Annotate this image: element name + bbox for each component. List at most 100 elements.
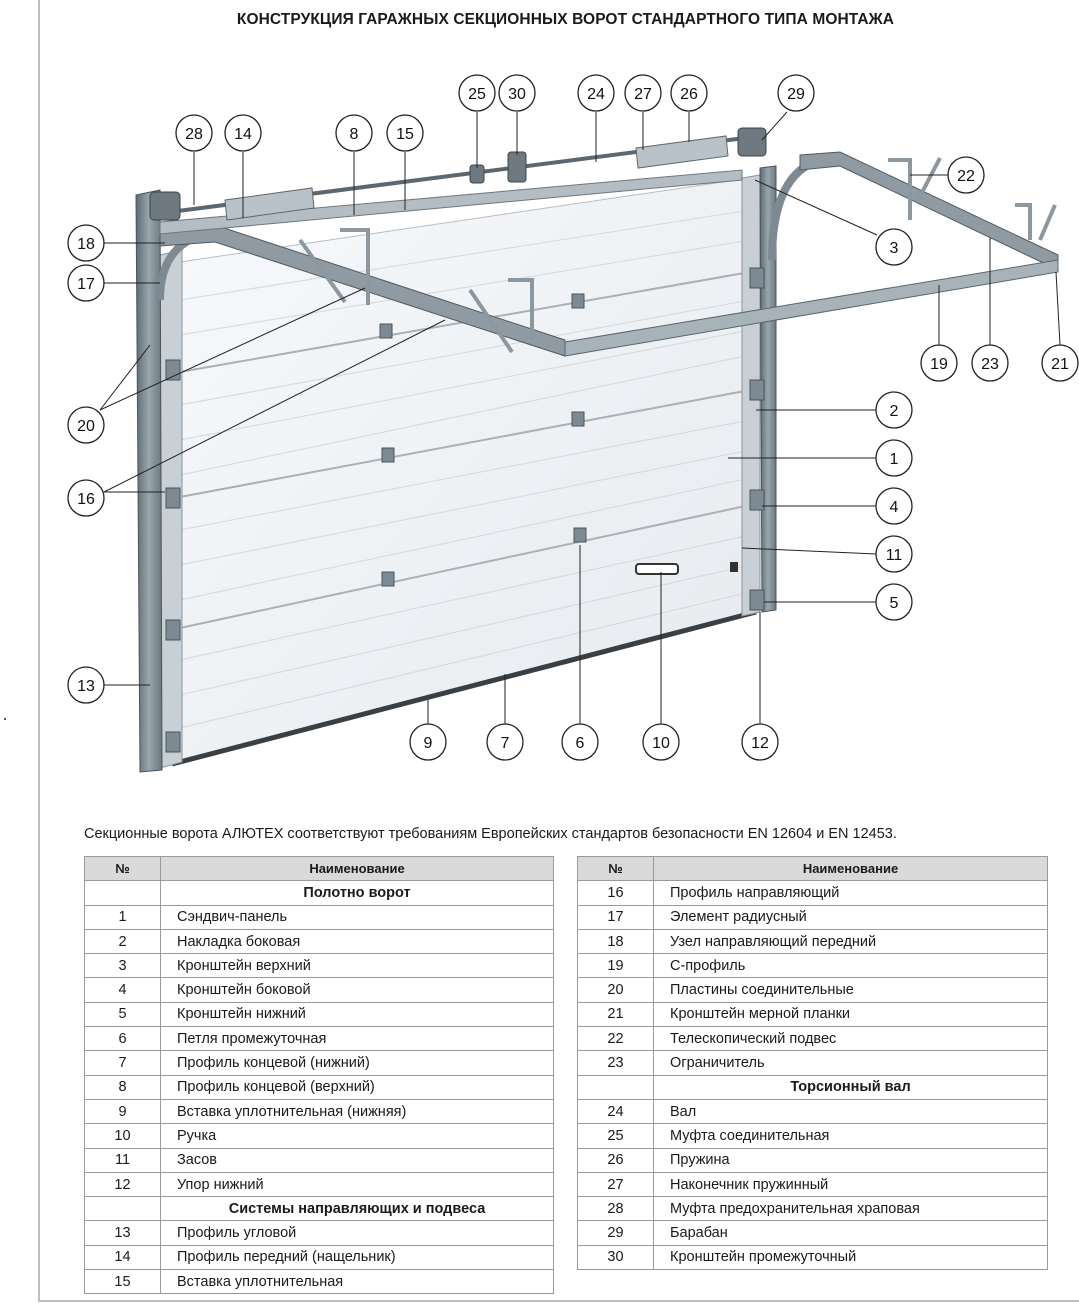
callout-20: 20: [67, 406, 105, 444]
callout-label: 6: [576, 735, 585, 752]
page-frame-left: [38, 0, 40, 1302]
callout-label: 4: [890, 499, 899, 516]
part-number: 20: [577, 977, 654, 1003]
callout-5: 5: [875, 583, 913, 621]
callout-6: 6: [561, 723, 599, 761]
part-name: Барабан: [653, 1220, 1048, 1246]
right-radius: [768, 154, 831, 261]
callout-26: 26: [670, 74, 708, 112]
table-group-row: Торсионный вал: [577, 1074, 1048, 1100]
callout-label: 22: [957, 168, 975, 185]
door-handle: [635, 563, 679, 575]
table-group-row: Полотно ворот: [84, 880, 554, 906]
callout-16: 16: [67, 479, 105, 517]
part-name: Ограничитель: [653, 1050, 1048, 1076]
bottom-seal: [171, 609, 757, 767]
callout-15: 15: [386, 114, 424, 152]
callout-label: 30: [508, 86, 526, 103]
callout-label: 15: [396, 126, 414, 143]
callout-3: 3: [875, 228, 913, 266]
part-number: 19: [577, 953, 654, 979]
part-number: 13: [84, 1220, 161, 1246]
part-number: 2: [84, 928, 161, 955]
leader-lines: [99, 111, 1061, 724]
page-title: КОНСТРУКЦИЯ ГАРАЖНЫХ СЕКЦИОННЫХ ВОРОТ СТ…: [236, 11, 895, 28]
callout-19: 19: [920, 344, 958, 382]
column-header-name: Наименование: [160, 855, 554, 882]
part-number: 30: [577, 1244, 654, 1271]
stray-dot: [4, 718, 6, 720]
part-number: 3: [84, 953, 161, 979]
right-track: [799, 151, 1059, 271]
callout-label: 12: [751, 735, 769, 752]
c-profile: [564, 259, 1059, 357]
callouts: 1 2 3 4 5 6 7 8 9 10 11 12 13 14 15 16 1…: [67, 74, 1079, 761]
part-number: 18: [577, 928, 654, 955]
part-name: Профиль направляющий: [653, 880, 1048, 906]
callout-label: 20: [77, 418, 95, 435]
part-number: 21: [577, 1001, 654, 1028]
door-latch: [730, 562, 738, 572]
callout-2: 2: [875, 391, 913, 429]
part-name: С-профиль: [653, 953, 1048, 979]
callout-24: 24: [577, 74, 615, 112]
part-number: 25: [577, 1123, 654, 1149]
standards-note: Секционные ворота АЛЮТЕХ соответствуют т…: [84, 826, 897, 842]
garage-door-diagram: 1 2 3 4 5 6 7 8 9 10 11 12 13 14 15 16 1…: [67, 74, 1079, 773]
part-number: 29: [577, 1220, 654, 1246]
callout-label: 7: [501, 735, 510, 752]
part-number: 4: [84, 977, 161, 1003]
callout-label: 2: [890, 403, 899, 420]
callout-label: 28: [185, 126, 203, 143]
callout-10: 10: [642, 723, 680, 761]
callout-13: 13: [67, 666, 105, 704]
hinges: [165, 267, 765, 753]
part-name: Засов: [160, 1147, 554, 1173]
part-name: Кронштейн нижний: [160, 1001, 554, 1028]
part-number: 10: [84, 1123, 161, 1149]
part-name: Профиль угловой: [160, 1220, 554, 1246]
group-num-cell: [577, 1074, 654, 1100]
table-group-row: Системы направляющих и подвеса: [84, 1196, 554, 1222]
column-header-num: №: [577, 855, 654, 882]
callout-label: 21: [1051, 356, 1069, 373]
part-number: 16: [577, 880, 654, 906]
callout-8: 8: [335, 114, 373, 152]
part-name: Упор нижний: [160, 1171, 554, 1198]
callout-label: 29: [787, 86, 805, 103]
callout-1: 1: [875, 439, 913, 477]
part-name: Ручка: [160, 1123, 554, 1149]
table-header-row: № Наименование: [577, 855, 1048, 882]
callout-label: 9: [424, 735, 433, 752]
part-number: 12: [84, 1171, 161, 1198]
part-number: 9: [84, 1098, 161, 1125]
callout-label: 25: [468, 86, 486, 103]
group-title: Системы направляющих и подвеса: [160, 1196, 554, 1222]
part-name: Вал: [653, 1098, 1048, 1125]
page-frame-bottom: [38, 1300, 1079, 1302]
callout-label: 23: [981, 356, 999, 373]
part-name: Наконечник пружинный: [653, 1171, 1048, 1198]
callout-17: 17: [67, 264, 105, 302]
part-number: 7: [84, 1050, 161, 1076]
part-number: 15: [84, 1269, 161, 1295]
column-header-num: №: [84, 855, 161, 882]
callout-30: 30: [498, 74, 536, 112]
callout-label: 18: [77, 236, 95, 253]
